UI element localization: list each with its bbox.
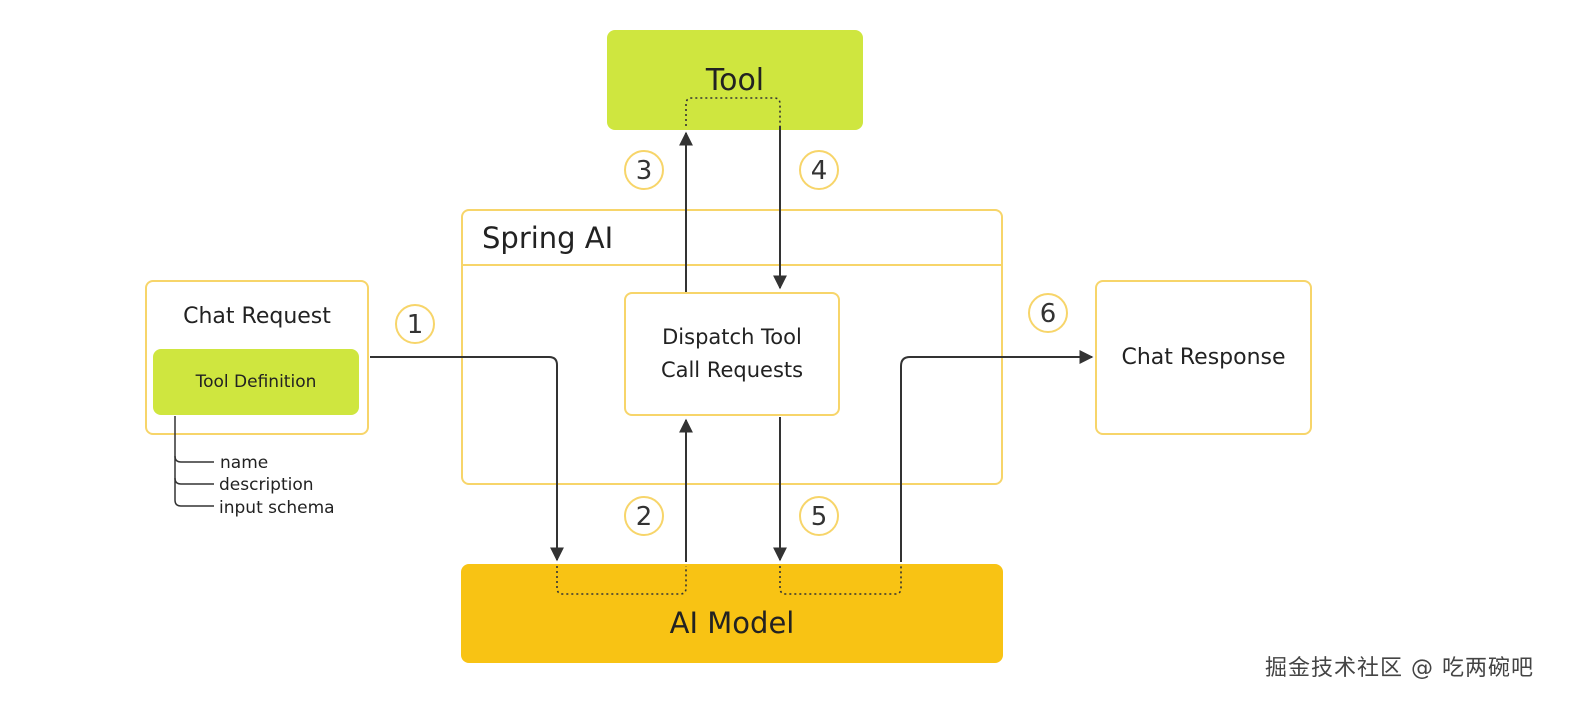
tool-label: Tool — [705, 62, 765, 98]
field-tree-trunk — [174, 416, 214, 507]
dispatch-tool-node: Dispatch Tool Call Requests — [624, 292, 840, 416]
step-number-5: 5 — [811, 502, 828, 532]
step-badge-4: 4 — [799, 150, 839, 190]
step-badge-5: 5 — [799, 496, 839, 536]
step-badge-3: 3 — [624, 150, 664, 190]
model-internal-loop-left — [556, 566, 687, 595]
step-badge-1: 1 — [395, 304, 435, 344]
model-internal-loop-right — [779, 566, 902, 595]
arrow-step-1 — [370, 356, 564, 562]
step-badge-2: 2 — [624, 496, 664, 536]
tool-definition-label: Tool Definition — [195, 372, 317, 392]
ai-model-node: AI Model — [461, 564, 1003, 663]
chat-response-label: Chat Response — [1121, 345, 1286, 370]
step-number-3: 3 — [636, 156, 653, 186]
tool-definition-node: Tool Definition — [153, 349, 359, 415]
step-number-4: 4 — [811, 156, 828, 186]
step-badge-6: 6 — [1028, 293, 1068, 333]
field-input-schema: input schema — [219, 498, 335, 518]
tool-node: Tool — [607, 30, 863, 130]
chat-response-node: Chat Response — [1095, 280, 1312, 435]
field-tree-branch-description — [174, 477, 214, 485]
step-number-2: 2 — [636, 502, 653, 532]
spring-ai-container: Spring AI — [461, 209, 1003, 485]
field-name: name — [220, 453, 269, 473]
arrow-step-6 — [900, 350, 1094, 562]
field-description: description — [219, 475, 314, 495]
dispatch-label-line2: Call Requests — [660, 358, 804, 382]
step-number-6: 6 — [1040, 299, 1057, 329]
field-tree-branch-name — [174, 455, 214, 463]
spring-ai-divider — [463, 264, 1001, 266]
watermark: 掘金技术社区 @ 吃两碗吧 — [1265, 656, 1534, 681]
chat-request-label: Chat Request — [183, 304, 331, 329]
step-number-1: 1 — [407, 310, 424, 340]
ai-model-label: AI Model — [669, 605, 795, 640]
dispatch-label-line1: Dispatch Tool — [662, 325, 802, 349]
spring-ai-label: Spring AI — [482, 221, 614, 255]
field-tree — [174, 416, 214, 507]
tool-internal-loop — [685, 97, 781, 126]
